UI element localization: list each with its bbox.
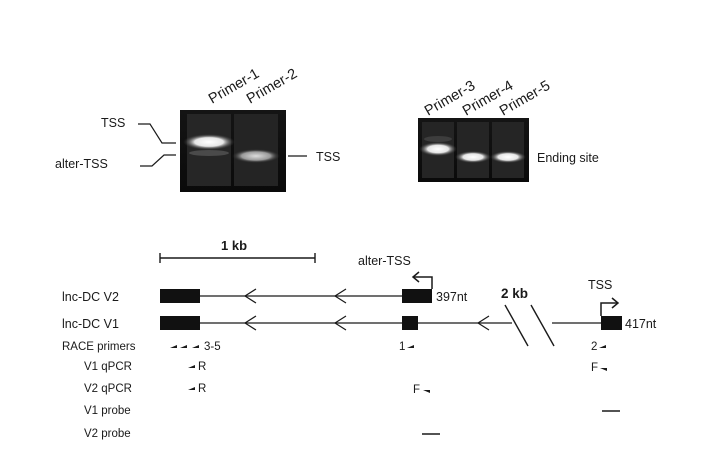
v1-qpcr-f-icon <box>600 368 607 371</box>
alter-tss-arrowhead-icon <box>411 271 420 283</box>
gap-break-mark-2 <box>530 304 555 347</box>
alter-tss-label: alter-TSS <box>358 254 411 268</box>
v2-qpcr-r-label: R <box>198 383 206 395</box>
v2-qpcr-label: V2 qPCR <box>84 383 132 395</box>
v1-direction-arrow-3 <box>476 315 490 331</box>
gel-band-lane1-tss <box>183 134 235 150</box>
v1-qpcr-label: V1 qPCR <box>84 361 132 373</box>
alter-tss-arrow-icon <box>413 276 433 289</box>
v2-qpcr-f-icon <box>423 390 430 393</box>
gel2-band-lane3 <box>419 142 457 156</box>
race-primers-3-5-icons <box>170 345 199 348</box>
gel-left-label-tss: TSS <box>101 116 125 130</box>
transcript-v2-length: 397nt <box>436 290 468 304</box>
v1-qpcr-r-icon <box>188 365 195 368</box>
gel-panel-tss: Primer-1 Primer-2 TSS alter-TSS TSS <box>55 66 340 192</box>
scale-bar: 1 kb <box>159 238 316 263</box>
gap-label: 2 kb <box>501 286 528 301</box>
gel2-band-lane4 <box>455 151 491 163</box>
transcript-v1-exon-1 <box>160 316 200 330</box>
alter-tss-pointer-line <box>140 154 176 167</box>
transcript-v2-name: lnc-DC V2 <box>62 290 119 304</box>
gel2-lane-5-smear <box>492 122 524 178</box>
v2-direction-arrow-1 <box>243 288 257 304</box>
gene-structure-diagram: 1 kb lnc-DC V2 397nt alter-TSS lnc-DC V1 <box>62 238 657 440</box>
v1-direction-arrow-1 <box>243 315 257 331</box>
race-primer-1-icon <box>407 345 414 348</box>
transcript-v2-exon-1 <box>160 289 200 303</box>
gel2-band-lane3-upper <box>424 136 452 142</box>
gel2-band-lane5 <box>490 151 526 163</box>
scale-bar-label: 1 kb <box>221 238 247 253</box>
race-primers-3-5-label: 3-5 <box>204 341 221 353</box>
v1-qpcr-f-label: F <box>591 362 598 374</box>
transcript-v2: lnc-DC V2 397nt alter-TSS <box>62 254 468 304</box>
v1-qpcr-r-label: R <box>198 361 206 373</box>
transcript-v1-exon-2 <box>402 316 418 330</box>
gap-break-mark-1 <box>504 304 529 347</box>
tss-arrow-icon <box>600 302 618 316</box>
gel2-right-label-ending-site: Ending site <box>537 151 599 165</box>
gel-band-lane1-faint <box>189 150 229 156</box>
annotation-rows: RACE primers 3-5 1 2 V1 qPCR R F V2 qPCR… <box>62 341 620 440</box>
race-primer-1-label: 1 <box>399 341 405 353</box>
race-primer-2-label: 2 <box>591 341 597 353</box>
v2-qpcr-f-label: F <box>413 384 420 396</box>
transcript-v2-exon-2 <box>402 289 432 303</box>
transcript-v1-name: lnc-DC V1 <box>62 317 119 331</box>
v2-qpcr-r-icon <box>188 387 195 390</box>
race-primers-label: RACE primers <box>62 341 136 353</box>
tss-arrowhead-icon <box>611 297 620 309</box>
transcript-v1: lnc-DC V1 2 kb 417nt TSS <box>62 278 657 347</box>
tss-pointer-line <box>138 123 176 144</box>
transcript-v1-exon-3 <box>601 316 622 330</box>
gel-right-label-tss: TSS <box>316 150 340 164</box>
tss-label: TSS <box>588 278 612 292</box>
transcript-v1-length: 417nt <box>625 317 657 331</box>
gel2-lane-4-smear <box>457 122 489 178</box>
race-primer-2-icon <box>599 345 606 348</box>
gel-left-label-alter-tss: alter-TSS <box>55 157 108 171</box>
gel-panel-ending: Primer-3 Primer-4 Primer-5 Ending site <box>418 78 599 182</box>
v1-direction-arrow-2 <box>333 315 347 331</box>
gel-band-lane2-alter <box>232 149 280 163</box>
v1-probe-label: V1 probe <box>84 405 131 417</box>
v2-probe-label: V2 probe <box>84 428 131 440</box>
v2-direction-arrow-2 <box>333 288 347 304</box>
